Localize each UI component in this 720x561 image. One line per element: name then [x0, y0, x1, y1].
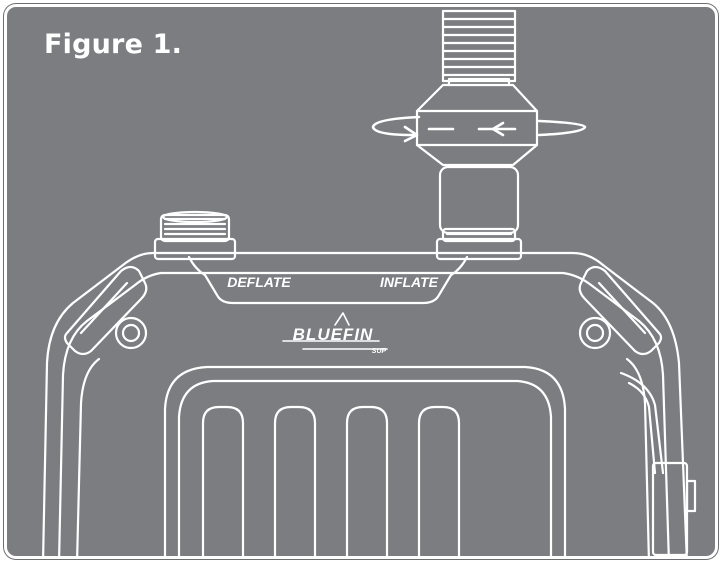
brand-logo-text: BLUEFIN	[293, 325, 374, 344]
figure-title: Figure 1.	[44, 29, 183, 60]
valve-panel	[187, 255, 469, 305]
rotation-arrow-icon	[371, 115, 587, 143]
inflate-label: INFLATE	[380, 274, 439, 290]
power-cable	[619, 371, 697, 556]
brand-logo-subtext: SUP	[372, 348, 387, 355]
label-layer: DEFLATE INFLATE BLUEFIN SUP	[227, 274, 439, 355]
deflate-label: DEFLATE	[227, 274, 291, 290]
figure-frame: Figure 1. DEFLATE INFLATE BLUEFIN SUP	[4, 4, 718, 559]
bluefin-logo-mark	[282, 312, 388, 350]
left-screw-icon	[114, 316, 148, 350]
display-panel	[163, 365, 567, 556]
deflate-valve	[153, 210, 237, 261]
pump-body	[42, 251, 688, 556]
pump-illustration	[42, 9, 697, 556]
right-screw-icon	[578, 316, 612, 350]
left-clip	[63, 265, 148, 356]
right-clip	[578, 265, 663, 356]
hose-connector	[415, 9, 539, 235]
